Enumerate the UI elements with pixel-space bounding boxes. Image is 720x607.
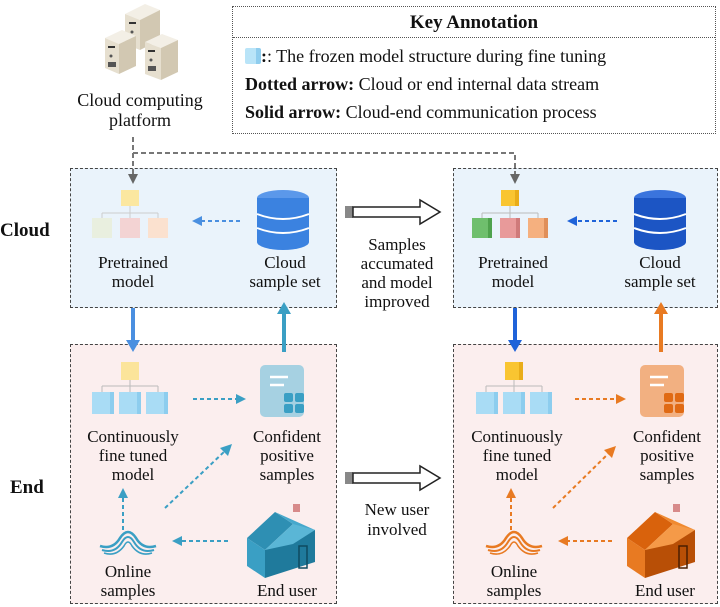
stage2-finetuned-line3: model: [495, 465, 539, 484]
key-dotted-label: Dotted arrow:: [245, 74, 355, 94]
stage1-online-line1: Online: [104, 562, 152, 581]
stage2-pretrained-model-icon: [472, 190, 548, 238]
stage1-finetuned-line3: model: [111, 465, 155, 484]
stage1-finetuned-model-icon: [92, 362, 168, 414]
transition-bottom-line2: involved: [367, 520, 427, 539]
stage2-confident-line1: Confident: [633, 427, 701, 446]
key-frozen-colon: :: [261, 46, 267, 66]
stage2-confident-line2: positive: [640, 446, 694, 465]
stage1-confident-samples-icon: [260, 365, 304, 417]
frozen-cube-icon: [245, 48, 261, 64]
key-annotation-box: Key Annotation :: The frozen model struc…: [232, 6, 716, 134]
platform-label-line1: Cloud computing: [77, 90, 203, 110]
stage1-finetuned-line2: fine tuned: [98, 446, 168, 465]
stage1-pretrained-line1: Pretrained: [98, 253, 168, 272]
stage2-online-samples-icon: [485, 530, 543, 555]
stage1-pretrained-line2: model: [111, 272, 155, 291]
key-dotted-desc: Cloud or end internal data stream: [354, 74, 600, 94]
stage1-finetuned-line1: Continuously: [87, 427, 179, 446]
key-dotted-line: Dotted arrow: Cloud or end internal data…: [245, 73, 599, 95]
key-frozen-line: :: The frozen model structure during fin…: [245, 45, 606, 67]
stage2-online-line1: Online: [490, 562, 538, 581]
stage2-pretrained-line1: Pretrained: [478, 253, 548, 272]
stage2-finetuned-model-icon: [476, 362, 552, 414]
key-solid-line: Solid arrow: Cloud-end communication pro…: [245, 101, 597, 123]
transition-top-line2: accumated: [360, 254, 434, 273]
stage1-confident-line3: samples: [259, 465, 315, 484]
transition-arrow-bottom: [345, 464, 442, 492]
row-label-cloud: Cloud: [0, 220, 50, 241]
stage2-sample-set-line2: sample set: [624, 272, 696, 291]
stage1-online-samples-icon: [99, 530, 157, 555]
key-title: Key Annotation: [233, 9, 715, 38]
stage1-online-line2: samples: [100, 581, 156, 600]
stage1-sample-set-line2: sample set: [249, 272, 321, 291]
stage1-end-user-icon: [247, 504, 315, 578]
stage1-pretrained-model-icon: [92, 190, 168, 238]
stage1-online-to-confident-arrow: [164, 449, 227, 509]
key-solid-desc: Cloud-end communication process: [341, 102, 597, 122]
transition-bottom-line1: New user: [364, 500, 430, 519]
stage1-confident-line2: positive: [260, 446, 314, 465]
transition-top-line3: and model: [361, 273, 433, 292]
stage2-end-user-label: End user: [635, 581, 695, 600]
stage2-database-icon: [633, 190, 687, 250]
stage1-sample-set-line1: Cloud: [264, 253, 306, 272]
stage2-online-line2: samples: [486, 581, 542, 600]
stage2-finetuned-line2: fine tuned: [482, 446, 552, 465]
key-frozen-desc: : The frozen model structure during fine…: [267, 46, 607, 66]
stage2-confident-samples-icon: [640, 365, 684, 417]
server-cluster-icon: [105, 4, 178, 80]
stage2-online-to-confident-arrow: [552, 451, 611, 509]
row-label-end: End: [10, 477, 44, 498]
stage2-end-user-icon: [627, 504, 695, 578]
stage1-end-user-label: End user: [257, 581, 317, 600]
transition-top-line4: improved: [364, 292, 430, 311]
transition-arrow-top: [345, 198, 442, 226]
stage2-confident-line3: samples: [639, 465, 695, 484]
stage2-finetuned-line1: Continuously: [471, 427, 563, 446]
platform-label-line2: platform: [109, 110, 171, 130]
key-solid-label: Solid arrow:: [245, 102, 342, 122]
transition-top-line1: Samples: [368, 235, 426, 254]
stage1-database-icon: [256, 190, 310, 250]
stage1-confident-line1: Confident: [253, 427, 321, 446]
stage2-sample-set-line1: Cloud: [639, 253, 681, 272]
stage2-pretrained-line2: model: [491, 272, 535, 291]
